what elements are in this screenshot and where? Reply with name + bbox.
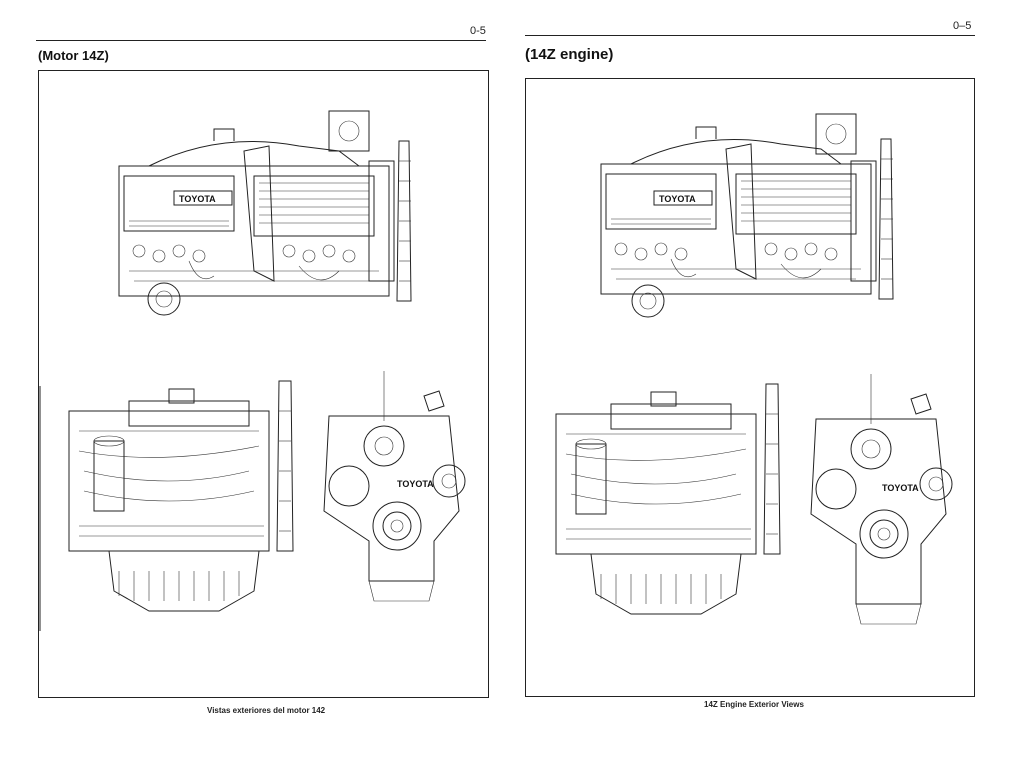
section-title: (Motor 14Z): [38, 48, 109, 63]
figure-caption: 14Z Engine Exterior Views: [704, 700, 804, 709]
toyota-front-label: TOYOTA: [882, 483, 919, 493]
header-rule: [36, 40, 486, 41]
left-page: 0-5 (Motor 14Z) TOYOTA: [0, 0, 500, 771]
illustration-frame: TOYOTA: [525, 78, 975, 697]
section-title: (14Z engine): [525, 46, 614, 63]
toyota-front-label: TOYOTA: [397, 479, 434, 489]
illustration-frame: TOYOTA: [38, 70, 489, 698]
toyota-logo-label: TOYOTA: [179, 194, 216, 204]
engine-top-view-illustration: TOYOTA: [555, 113, 953, 625]
page-number: 0-5: [470, 25, 486, 37]
engine-top-view-illustration: TOYOTA: [39, 110, 466, 631]
page-number: 0–5: [953, 20, 972, 32]
header-rule: [525, 35, 975, 36]
figure-caption: Vistas exteriores del motor 142: [207, 706, 326, 715]
right-page: 0–5 (14Z engine) TOYOTA: [505, 0, 1011, 771]
toyota-logo-label: TOYOTA: [659, 194, 696, 204]
